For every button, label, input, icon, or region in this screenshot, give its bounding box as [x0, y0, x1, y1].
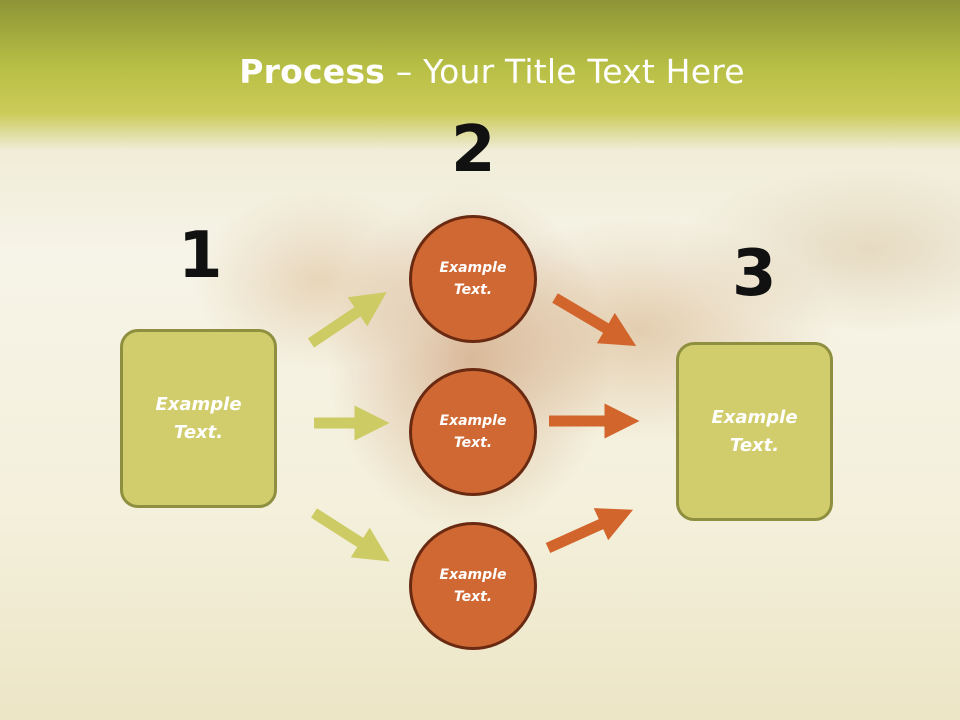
circle-middle-line2: Text. [453, 435, 493, 451]
title-band [0, 0, 960, 150]
left-box-line1: Example [155, 393, 242, 415]
circle-bottom: Example Text. [409, 522, 537, 650]
step-number-2: 2 [451, 113, 496, 187]
circle-top-line1: Example [439, 259, 507, 276]
right-step-box: Example Text. [676, 342, 833, 521]
step-number-1: 1 [178, 219, 223, 293]
right-box-line2: Text. [729, 434, 780, 456]
circle-bottom-line2: Text. [453, 589, 493, 605]
circle-bottom-line1: Example [439, 566, 507, 583]
step-number-3: 3 [732, 237, 777, 311]
arrow-top-to-right [552, 293, 637, 346]
arrow-left-to-bottom [311, 508, 390, 562]
right-box-line1: Example [711, 406, 798, 428]
slide-title: Process – Your Title Text Here [0, 52, 960, 91]
title-bold: Process [239, 52, 386, 91]
arrow-left-to-top [307, 292, 387, 348]
circle-middle-line1: Example [439, 412, 507, 429]
left-box-line2: Text. [173, 421, 224, 443]
circle-middle: Example Text. [409, 368, 537, 496]
arrow-bottom-to-right [545, 508, 634, 554]
title-rest: – Your Title Text Here [385, 52, 745, 91]
circle-top: Example Text. [409, 215, 537, 343]
left-step-box: Example Text. [120, 329, 277, 508]
circle-top-line2: Text. [453, 282, 493, 298]
